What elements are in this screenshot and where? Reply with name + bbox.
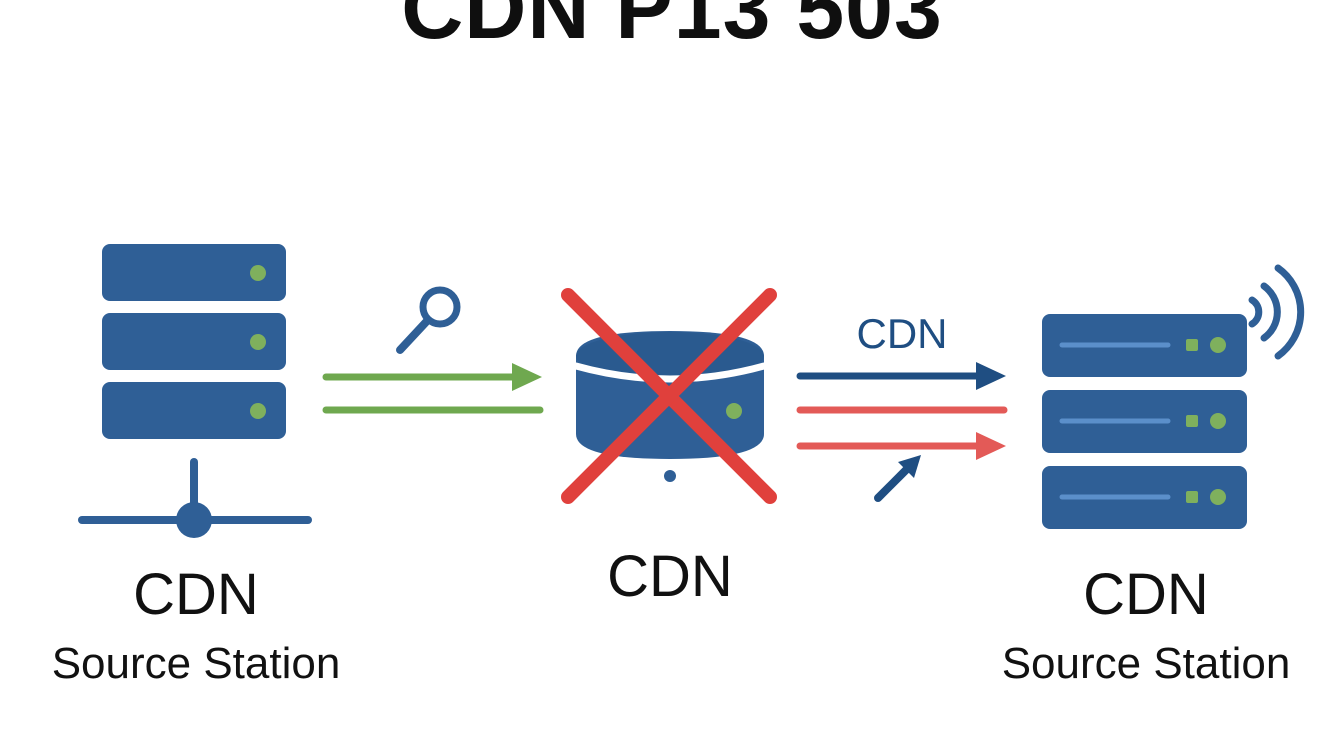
right-server-icon: [1042, 314, 1247, 529]
arrow-label: CDN: [856, 310, 948, 357]
blue-diagonal-arrow: [874, 455, 921, 502]
left-node-subtitle: Source Station: [51, 639, 341, 688]
center-node-title: CDN: [607, 544, 733, 609]
green-flow-arrows: [322, 363, 544, 414]
wifi-icon: [1248, 264, 1305, 360]
right-node-subtitle: Source Station: [1001, 639, 1291, 688]
x-mark-icon: [561, 288, 777, 504]
red-flow-arrows: [796, 406, 1008, 460]
diagram-title: CDN P13 503: [401, 0, 943, 57]
blue-flow-arrow: [796, 362, 1006, 390]
left-server-icon: [78, 244, 312, 538]
search-icon: [396, 286, 461, 354]
right-node-title: CDN: [1083, 562, 1209, 627]
left-node-title: CDN: [133, 562, 259, 627]
